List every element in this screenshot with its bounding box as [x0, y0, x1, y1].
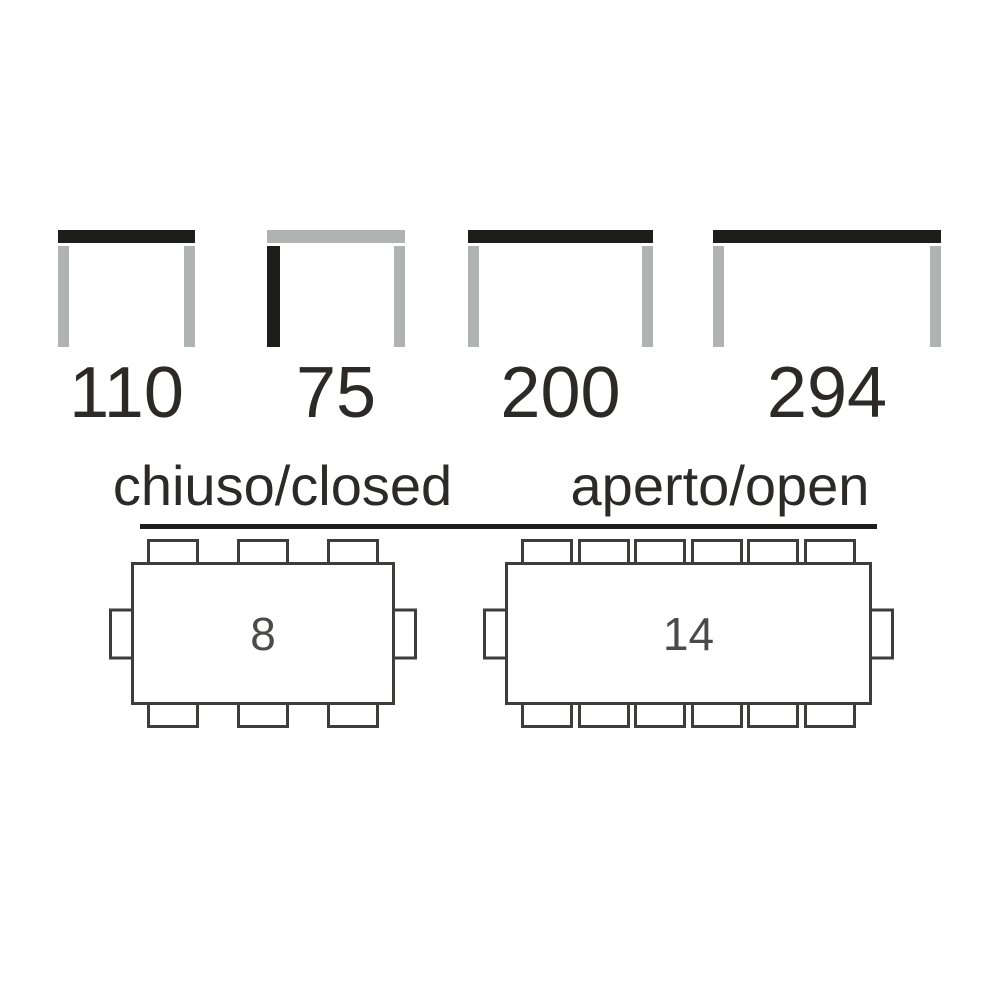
table-legs — [713, 246, 941, 347]
dimension-value: 200 — [500, 353, 621, 433]
label-open: aperto/open — [570, 454, 870, 517]
chair-icon — [521, 539, 573, 565]
chair-icon — [690, 539, 743, 565]
dimension-value: 110 — [69, 353, 184, 433]
tabletop-bar — [468, 230, 653, 243]
table-leg-left — [267, 246, 280, 347]
chair-icon — [747, 539, 800, 565]
chair-icon — [869, 608, 894, 659]
table-legs — [267, 246, 405, 347]
chair-icon — [483, 608, 508, 659]
side-view-open-length: 294 — [713, 230, 941, 429]
chair-icon — [634, 702, 687, 728]
chair-icon — [803, 539, 856, 565]
chair-row-bottom — [131, 702, 395, 728]
side-view-height: 75 — [267, 230, 405, 429]
side-view-closed-length: 200 — [468, 230, 653, 429]
dimension-value: 75 — [295, 353, 377, 433]
tabletop-bar — [713, 230, 941, 243]
table-legs — [468, 246, 653, 347]
seat-count-closed: 8 — [250, 607, 276, 660]
table-leg-left — [468, 246, 479, 347]
seat-count-open: 14 — [662, 607, 715, 660]
chair-row-top — [505, 539, 872, 565]
chair-icon — [690, 702, 743, 728]
chair-icon — [327, 702, 379, 728]
chair-icon — [237, 539, 289, 565]
chair-icon — [803, 702, 856, 728]
label-closed: chiuso/closed — [112, 454, 453, 517]
chair-icon — [634, 539, 687, 565]
chair-icon — [577, 539, 630, 565]
table-leg-right — [184, 246, 195, 347]
top-view-closed-table: 8 — [109, 539, 417, 728]
table-legs — [58, 246, 195, 347]
tabletop-bar — [58, 230, 195, 243]
chair-icon — [109, 608, 134, 659]
table-leg-right — [642, 246, 653, 347]
chair-icon — [747, 702, 800, 728]
chair-icon — [237, 702, 289, 728]
chair-icon — [147, 539, 199, 565]
chair-icon — [392, 608, 417, 659]
tabletop-bar — [267, 230, 405, 243]
chair-icon — [327, 539, 379, 565]
table-leg-right — [394, 246, 405, 347]
dimension-value: 294 — [766, 353, 888, 433]
chair-row-top — [131, 539, 395, 565]
table-leg-right — [930, 246, 941, 347]
top-view-open-table: 14 — [483, 539, 894, 728]
chair-row-bottom — [505, 702, 872, 728]
table-leg-left — [713, 246, 724, 347]
chair-icon — [521, 702, 573, 728]
side-view-closed-width: 110 — [58, 230, 195, 429]
chair-icon — [147, 702, 199, 728]
chair-icon — [577, 702, 630, 728]
table-leg-left — [58, 246, 69, 347]
divider-line — [140, 524, 877, 529]
